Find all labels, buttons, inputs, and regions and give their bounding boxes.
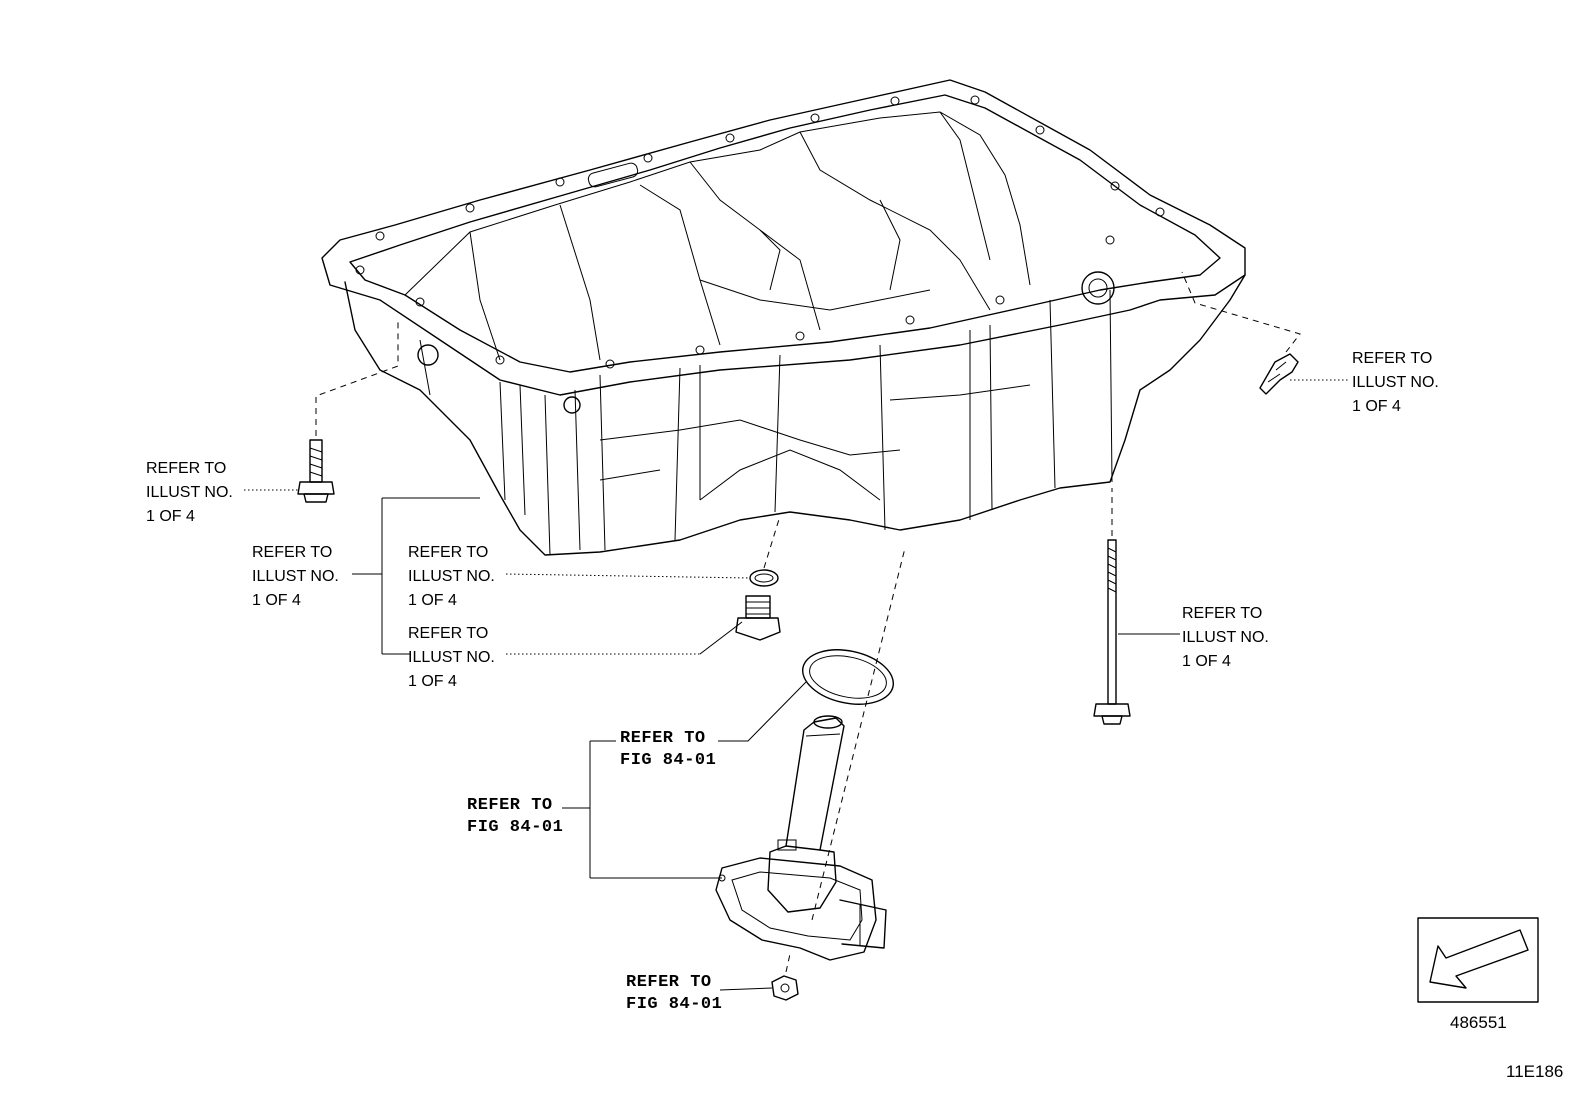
label-gasket: REFER TO ILLUST NO. 1 OF 4 (408, 541, 495, 613)
label-line: REFER TO (1352, 350, 1433, 367)
assembly-line-gasket (763, 515, 781, 569)
assembly-line-pin (1181, 271, 1301, 353)
label-sensor: REFER TO FIG 84-01 (467, 795, 563, 839)
pan-boss-left (417, 344, 439, 366)
drain-plug (735, 595, 781, 641)
oil-level-sensor (715, 715, 887, 961)
leader-nut (719, 987, 773, 991)
stud-bolt (1093, 539, 1131, 725)
label-line: REFER TO (408, 544, 489, 561)
label-line: 1 OF 4 (146, 508, 195, 525)
pan-baffle (699, 199, 931, 311)
label-line: FIG 84-01 (620, 751, 717, 770)
label-line: 1 OF 4 (252, 592, 301, 609)
page-code: 11E186 (1506, 1062, 1564, 1081)
label-line: REFER TO (467, 796, 553, 815)
direction-arrow-box (1417, 917, 1539, 1003)
leader-gasket (505, 573, 751, 579)
oil-pan (321, 79, 1246, 556)
assembly-line-nut (785, 953, 791, 973)
pan-ribs (419, 289, 1113, 556)
label-line: ILLUST NO. (408, 568, 495, 585)
label-drain-plug: REFER TO ILLUST NO. 1 OF 4 (408, 622, 495, 694)
label-line: 1 OF 4 (1182, 653, 1231, 670)
label-stud-bolt: REFER TO ILLUST NO. 1 OF 4 (1182, 602, 1269, 674)
label-line: ILLUST NO. (1182, 629, 1269, 646)
label-o-ring: REFER TO FIG 84-01 (620, 728, 716, 772)
label-line: REFER TO (620, 729, 706, 748)
label-line: REFER TO (1182, 605, 1263, 622)
pan-boss-lower (563, 396, 581, 414)
label-line: ILLUST NO. (252, 568, 339, 585)
label-line: ILLUST NO. (408, 649, 495, 666)
label-line: FIG 84-01 (467, 818, 564, 837)
label-line: 1 OF 4 (1352, 398, 1401, 415)
label-line: 1 OF 4 (408, 592, 457, 609)
direction-arrow-icon (1429, 929, 1529, 989)
label-nut: REFER TO FIG 84-01 (626, 972, 722, 1016)
oil-pan-pin (1259, 353, 1299, 395)
label-mid-left: REFER TO ILLUST NO. 1 OF 4 (252, 541, 339, 613)
label-line: ILLUST NO. (146, 484, 233, 501)
pan-body (344, 274, 1246, 556)
sensor-o-ring (801, 649, 895, 705)
label-line: REFER TO (408, 625, 489, 642)
label-line: ILLUST NO. (1352, 374, 1439, 391)
leader-o-ring (718, 681, 807, 742)
pan-boss-right (1081, 271, 1115, 305)
label-top-right: REFER TO ILLUST NO. 1 OF 4 (1352, 347, 1439, 419)
flange-bolt (297, 439, 335, 503)
leader-sensor (562, 740, 722, 879)
label-line: REFER TO (626, 973, 712, 992)
label-line: 1 OF 4 (408, 673, 457, 690)
label-line: REFER TO (146, 460, 227, 477)
label-line: FIG 84-01 (626, 995, 723, 1014)
leader-mid-left (352, 497, 480, 655)
sensor-nut (771, 975, 799, 1001)
pan-flange-inner (349, 94, 1221, 373)
flange-bolt-holes (355, 95, 1165, 369)
pan-contours (599, 384, 1031, 501)
assembly-line-bolt (315, 320, 399, 436)
assembly-line-sensor (811, 547, 906, 921)
figure-code: 486551 (1450, 1013, 1507, 1032)
label-left-bolt: REFER TO ILLUST NO. 1 OF 4 (146, 457, 233, 529)
leader-drain-plug (699, 621, 743, 655)
label-line: REFER TO (252, 544, 333, 561)
drain-plug-gasket (749, 569, 779, 587)
